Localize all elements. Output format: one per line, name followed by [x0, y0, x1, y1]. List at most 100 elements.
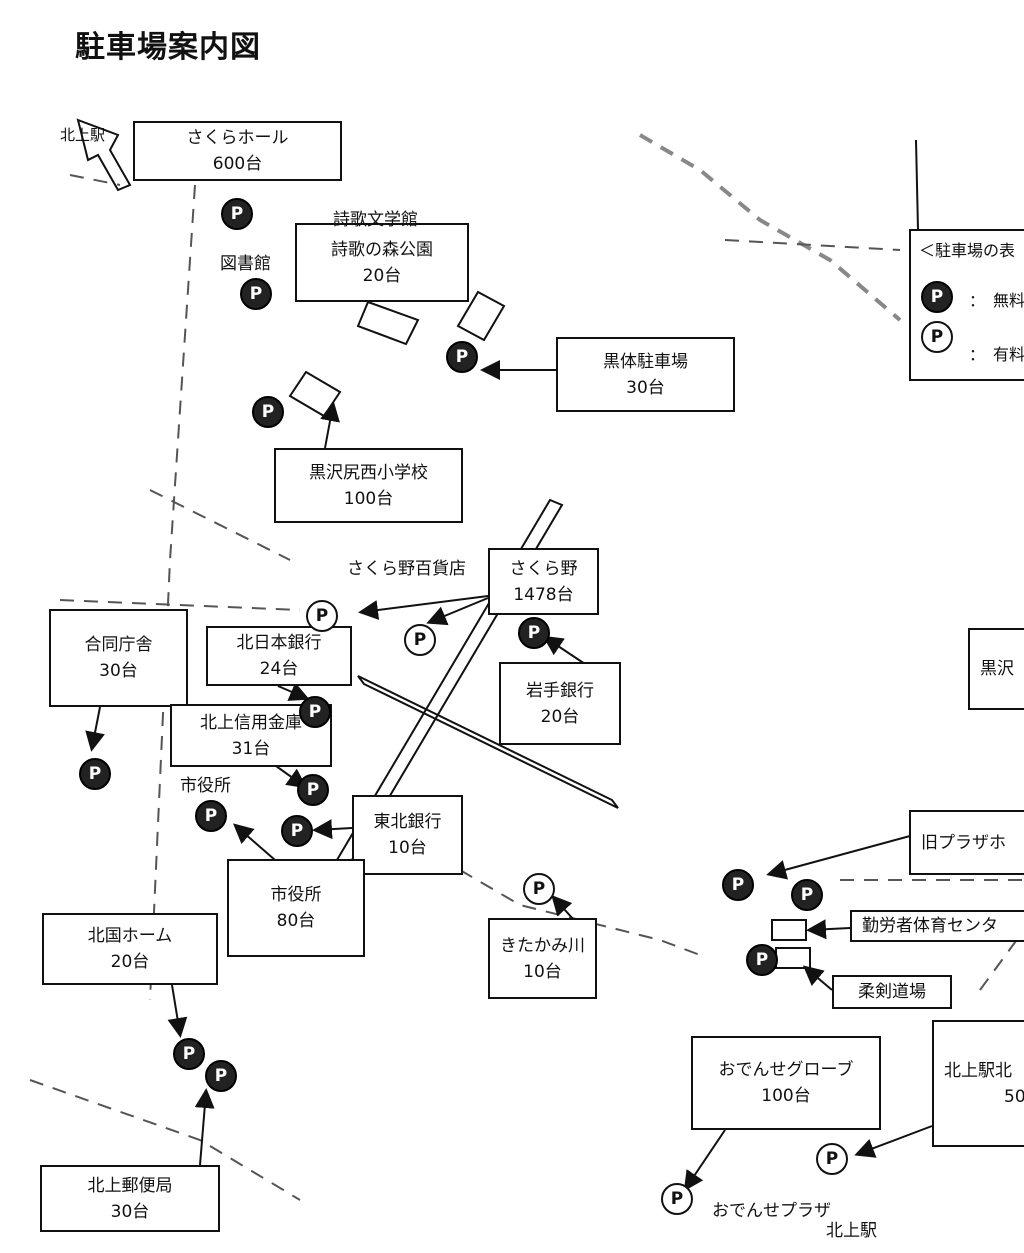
paid-parking-icon: P	[921, 321, 953, 353]
free-parking-icon: P	[79, 758, 111, 790]
facility-name: さくら野	[509, 558, 578, 579]
free-parking-icon: P	[205, 1060, 237, 1092]
river-ne	[638, 133, 902, 322]
box-kurotai: 黒体駐車場 30台	[556, 337, 735, 412]
road-east-diag	[979, 929, 1024, 991]
free-parking-icon: P	[195, 800, 227, 832]
facility-name: 北上信用金庫	[200, 712, 302, 733]
road-north-stub	[69, 174, 121, 186]
facility-name: 北国ホーム	[87, 926, 173, 946]
box-kitakami-shinyo: 北上信用金庫 31台	[170, 704, 332, 767]
free-parking-icon: P	[446, 341, 478, 373]
facility-name: 黒沢尻西小学校	[309, 462, 428, 483]
facility-capacity: 30台	[626, 377, 665, 398]
free-parking-icon: P	[791, 879, 823, 911]
free-parking-icon: P	[281, 815, 313, 847]
facility-name: 合同庁舎	[84, 635, 153, 655]
box-sakura-hall: さくらホール 600台	[133, 121, 342, 181]
free-parking-icon: P	[240, 278, 272, 310]
box-sakurano: さくら野 1478台	[488, 548, 599, 615]
road-ne-horizontal	[724, 239, 901, 251]
facility-capacity: 600台	[212, 154, 263, 174]
facility-capacity: 20台	[110, 952, 150, 972]
free-parking-icon: P	[297, 774, 329, 806]
box-godo-chosha: 合同庁舎 30台	[49, 609, 188, 707]
free-parking-icon: P	[722, 869, 754, 901]
facility-name: 岩手銀行	[526, 680, 594, 701]
box-juken-dojo: 柔剣道場	[832, 975, 952, 1009]
facility-capacity: 50	[1004, 1086, 1024, 1107]
free-parking-icon: P	[518, 617, 550, 649]
box-kurosawajiri-school: 黒沢尻西小学校 100台	[274, 448, 463, 523]
box-kitanihon-bank: 北日本銀行 24台	[206, 626, 352, 686]
page-title: 駐車場案内図	[75, 30, 261, 65]
box-kinrosha-center: 勤労者体育センタ	[850, 910, 1024, 942]
road-legend-line	[915, 139, 919, 231]
facility-name: 北上駅北	[944, 1060, 1012, 1081]
box-shiika-park: 詩歌の森公園 20台	[295, 223, 469, 302]
legend-box: ＜駐車場の表 P ： 無料 P ： 有料	[909, 229, 1024, 381]
facility-capacity: 20台	[362, 265, 402, 286]
free-parking-icon: P	[173, 1038, 205, 1070]
road-diagonal-west	[149, 489, 291, 561]
facility-name: 北日本銀行	[236, 633, 322, 653]
box-kurosawa-right: 黒沢	[968, 628, 1024, 710]
north-arrow-shape	[76, 118, 132, 192]
legend-title: ＜駐車場の表	[919, 241, 1016, 260]
facility-name: 勤労者体育センタ	[862, 916, 998, 936]
facility-name: 北上郵便局	[87, 1175, 173, 1196]
box-shiyakusho: 市役所 80台	[227, 859, 365, 957]
label-kitakami-station: 北上駅	[826, 1221, 877, 1241]
box-kitakami-east: 北上駅北 50	[932, 1020, 1024, 1147]
facility-name: おでんせグローブ	[718, 1060, 854, 1080]
road-midwest	[59, 599, 301, 611]
paid-parking-icon: P	[404, 624, 436, 656]
label-toshokan: 図書館	[220, 254, 271, 274]
paid-parking-icon: P	[306, 600, 338, 632]
facility-name: 柔剣道場	[858, 982, 926, 1002]
free-parking-icon: P	[299, 696, 331, 728]
box-tohoku-bank: 東北銀行 10台	[352, 795, 463, 875]
box-kitakamigawa: きたかみ川 10台	[488, 918, 597, 999]
box-old-plaza-hotel: 旧プラザホ	[909, 810, 1024, 875]
road-south-west	[29, 1079, 301, 1201]
facility-capacity: 100台	[343, 488, 394, 509]
label-kitakami-arrow: 北上駅	[60, 126, 106, 144]
label-shiika-bungakukan: 詩歌文学館	[333, 210, 418, 230]
paid-parking-icon: P	[816, 1143, 848, 1175]
box-iwate-bank: 岩手銀行 20台	[499, 662, 621, 745]
facility-capacity: 10台	[523, 961, 562, 982]
paid-parking-icon: P	[661, 1183, 693, 1215]
facility-name: さくらホール	[186, 128, 289, 148]
facility-name: 東北銀行	[373, 812, 442, 832]
facility-capacity: 20台	[540, 706, 580, 727]
facility-capacity: 10台	[388, 838, 427, 858]
facility-name: きたかみ川	[500, 935, 585, 956]
facility-capacity: 31台	[231, 738, 271, 759]
free-parking-icon: P	[221, 198, 253, 230]
label-odense-plaza: おでんせプラザ	[712, 1201, 831, 1221]
facility-capacity: 100台	[761, 1086, 811, 1106]
facility-name: 黒沢	[980, 659, 1014, 679]
free-parking-icon: P	[252, 396, 284, 428]
facility-capacity: 80台	[276, 911, 316, 931]
facility-name: 市役所	[270, 885, 322, 905]
facility-capacity: 30台	[99, 661, 138, 681]
facility-name: 詩歌の森公園	[331, 239, 433, 260]
facility-capacity: 30台	[110, 1201, 150, 1222]
facility-name: 黒体駐車場	[603, 351, 688, 372]
legend-free-text: ： 無料	[969, 291, 1024, 310]
label-shiyakusho-small: 市役所	[180, 776, 231, 796]
label-sakurano-dept: さくら野百貨店	[347, 559, 466, 579]
road-west-vertical	[149, 184, 196, 1001]
facility-name: 旧プラザホ	[921, 832, 1006, 853]
facility-capacity: 1478台	[513, 584, 574, 605]
railway-crossing	[357, 675, 619, 809]
box-kitaguni-home: 北国ホーム 20台	[42, 913, 218, 985]
road-river	[459, 869, 701, 956]
box-odense-globe: おでんせグローブ 100台	[691, 1036, 881, 1130]
facility-capacity: 24台	[259, 659, 299, 679]
box-yubinkyoku: 北上郵便局 30台	[40, 1165, 220, 1232]
legend-paid-text: ： 有料	[969, 345, 1024, 364]
